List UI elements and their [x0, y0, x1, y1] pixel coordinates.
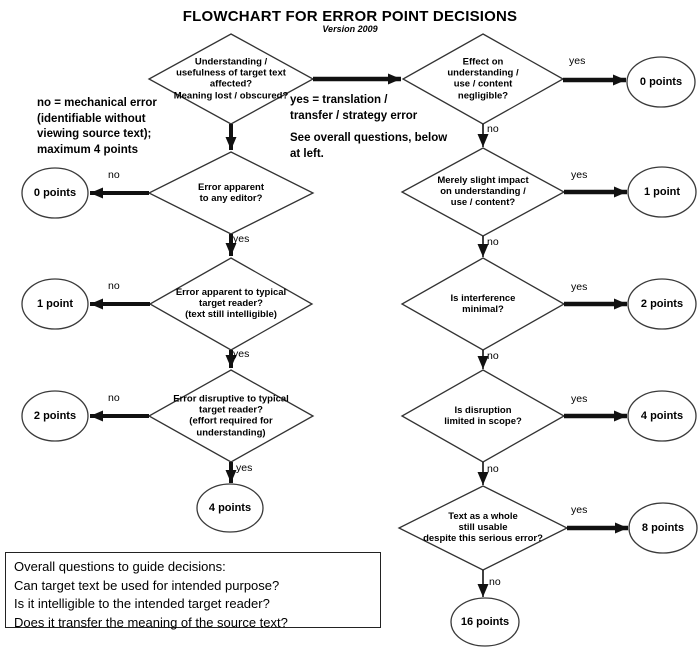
- decision-root-label: Understanding / usefulness of target tex…: [173, 56, 289, 102]
- decision-disruption-scope-label: Is disruption limited in scope?: [444, 404, 522, 427]
- result-1-left-label: 1 point: [36, 298, 74, 310]
- decision-negligible-label: Effect on understanding / use / content …: [447, 56, 519, 102]
- edge-label-usable-yes: yes: [571, 504, 588, 516]
- result-0-right-ellipse: [626, 56, 696, 108]
- edge-label-interference-no: no: [487, 350, 499, 362]
- note-see-overall-questions: See overall questions, below at left.: [290, 132, 448, 160]
- edge-label-editor-no: no: [108, 169, 120, 181]
- result-0-left-ellipse: [21, 167, 89, 219]
- result-16-ellipse: [450, 597, 520, 647]
- result-0-left-label: 0 points: [33, 187, 77, 199]
- result-1-right-label: 1 point: [643, 186, 681, 198]
- decision-typical-reader-label: Error apparent to typical target reader?…: [175, 287, 287, 321]
- result-8-right-ellipse: [628, 502, 698, 554]
- result-4-right-label: 4 points: [640, 410, 684, 422]
- result-8-right-label: 8 points: [641, 522, 685, 534]
- version-subtitle: Version 2009: [322, 24, 378, 34]
- decision-disruptive-label: Error disruptive to typical target reade…: [173, 393, 289, 439]
- result-4-right-ellipse: [627, 390, 697, 442]
- decision-interference-label: Is interference minimal?: [450, 292, 516, 315]
- result-1-left-ellipse: [21, 278, 89, 330]
- decision-slight-impact-label: Merely slight impact on understanding / …: [437, 175, 529, 209]
- result-16-label: 16 points: [460, 616, 510, 628]
- result-2-right-label: 2 points: [640, 298, 684, 310]
- note-no-mechanical-error: no = mechanical error (identifiable with…: [37, 97, 157, 156]
- note-yes-translation-error: yes = translation / transfer / strategy …: [290, 94, 418, 122]
- edge-label-typical-reader-yes: yes: [233, 348, 250, 360]
- edge-label-disruption-scope-yes: yes: [571, 393, 588, 405]
- edge-label-slight-impact-yes: yes: [571, 169, 588, 181]
- result-2-right-ellipse: [627, 278, 697, 330]
- result-4-left-label: 4 points: [208, 502, 252, 514]
- result-0-right-label: 0 points: [639, 76, 683, 88]
- edge-label-interference-yes: yes: [571, 281, 588, 293]
- edge-label-editor-yes: yes: [233, 233, 250, 245]
- page-title: FLOWCHART FOR ERROR POINT DECISIONS: [182, 8, 518, 25]
- edge-label-negligible-no: no: [487, 123, 499, 135]
- decision-editor-label: Error apparent to any editor?: [198, 181, 264, 204]
- result-2-left-label: 2 points: [33, 410, 77, 422]
- edge-label-negligible-yes: yes: [569, 55, 586, 67]
- result-4-left-ellipse: [196, 483, 264, 533]
- result-1-right-ellipse: [627, 166, 697, 218]
- edge-label-disruptive-no: no: [108, 392, 120, 404]
- edge-label-disruptive-yes: yes: [236, 462, 253, 474]
- decision-usable-label: Text as a whole still usable despite thi…: [423, 511, 543, 545]
- edge-label-disruption-scope-no: no: [487, 463, 499, 475]
- result-2-left-ellipse: [21, 390, 89, 442]
- overall-questions-box: Overall questions to guide decisions: Ca…: [5, 552, 381, 630]
- edge-label-typical-reader-no: no: [108, 280, 120, 292]
- edge-label-usable-no: no: [489, 576, 501, 588]
- edge-label-slight-impact-no: no: [487, 236, 499, 248]
